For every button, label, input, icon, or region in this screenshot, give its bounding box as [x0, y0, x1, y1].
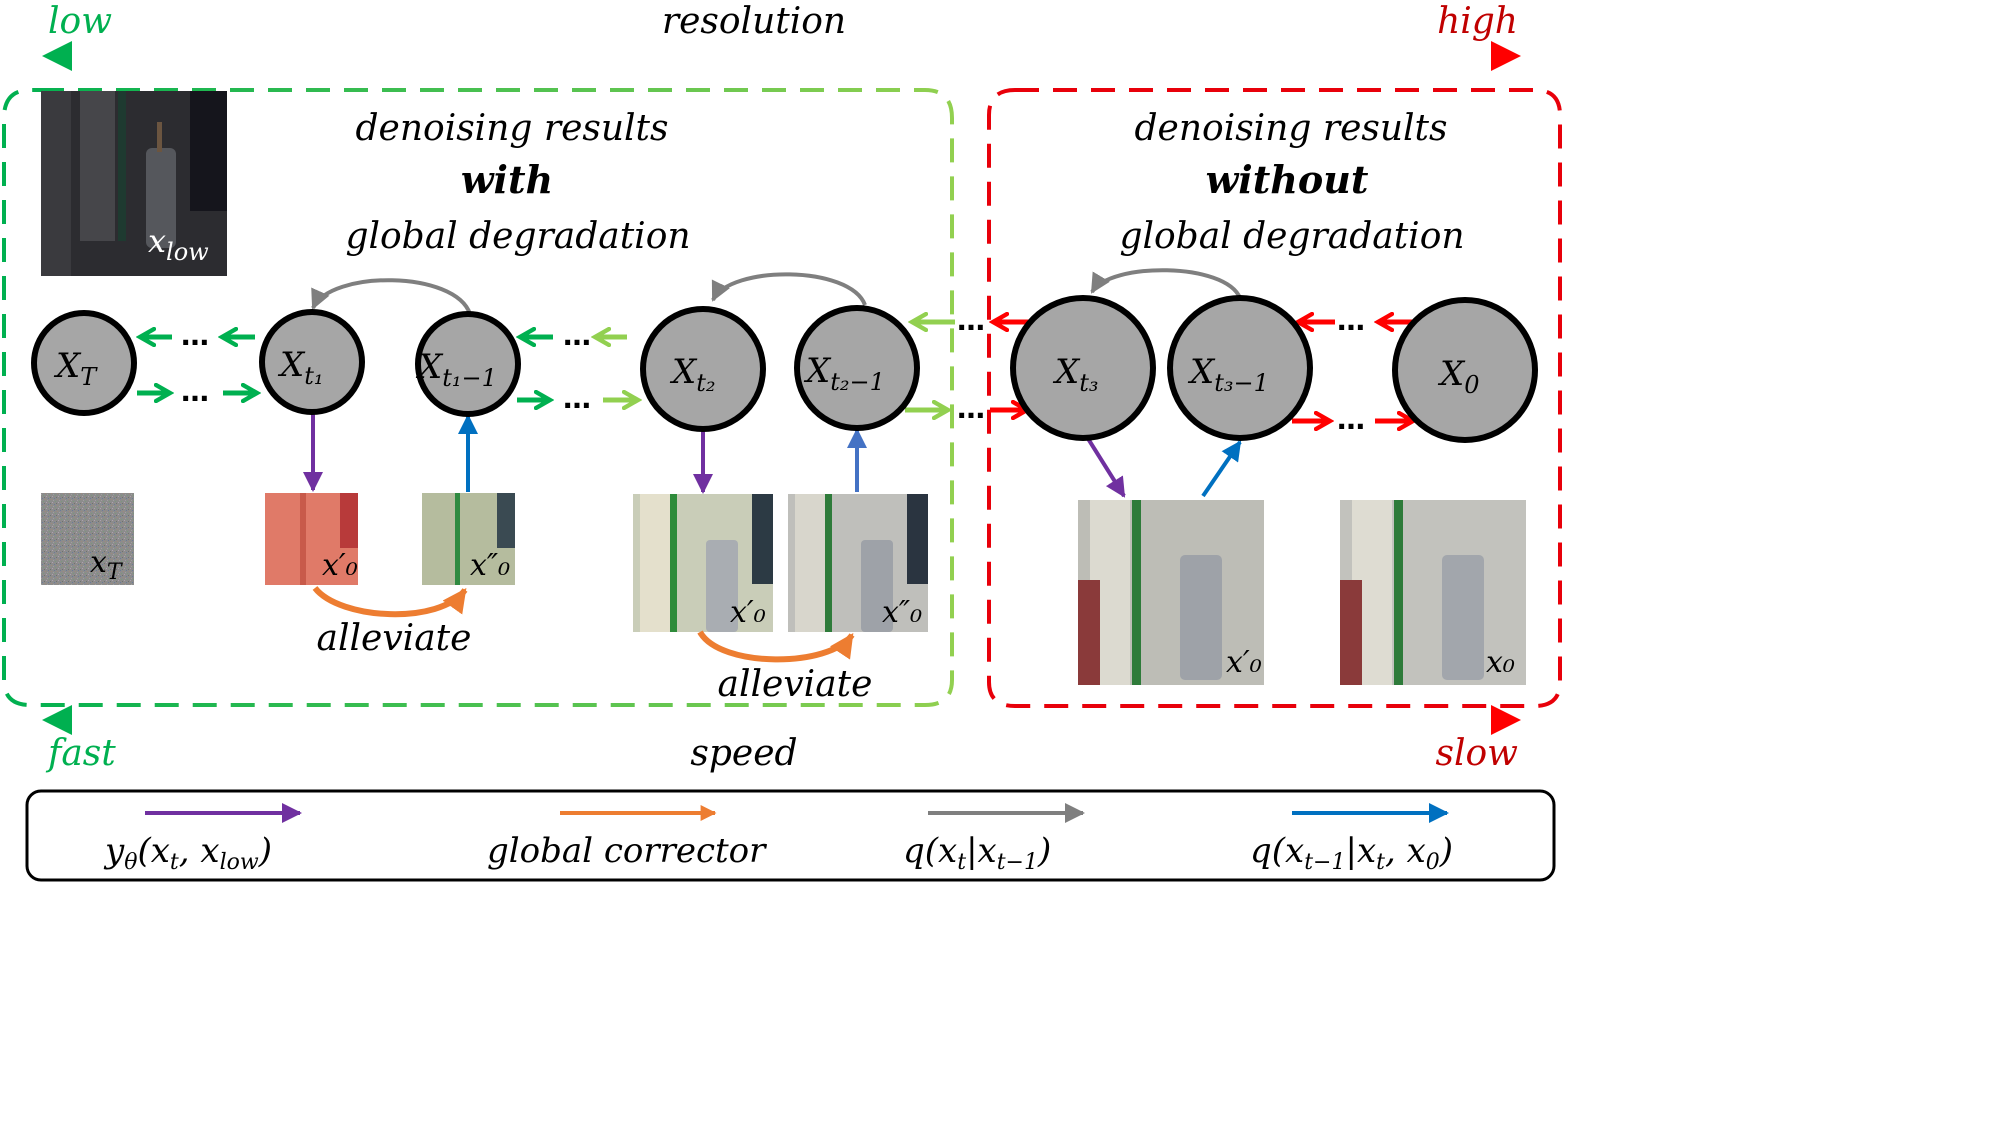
right-title-line3: global degradation [1119, 216, 1464, 257]
ellipsis: … [1337, 403, 1365, 436]
x-T-noise-image: xT [41, 493, 134, 585]
legend-item-gray: q(xt|xt−1) [903, 803, 1085, 875]
x0p-label-3: x′₀ [1226, 645, 1262, 680]
x0p-label-2: x′₀ [730, 595, 766, 630]
without-degradation-box [987, 88, 1562, 708]
node-Xt2-minus-1: Xt₂−1 [794, 305, 920, 431]
x0pp-label-1: x″₀ [470, 548, 510, 583]
ellipsis: … [1337, 304, 1365, 337]
svg-text:q(xt−1|xt, x0): q(xt−1|xt, x0) [1250, 831, 1453, 875]
legend-item-blue: q(xt−1|xt, x0) [1250, 803, 1453, 875]
x0p-label-1: x′₀ [322, 548, 358, 583]
axis-low-label: low [48, 1, 112, 42]
node-Xt2: Xt₂ [640, 306, 766, 432]
ellipsis: … [957, 392, 985, 425]
purple-arrow-3 [1085, 435, 1126, 498]
alleviate-arc-2 [697, 630, 855, 663]
node-Xt3: Xt₃ [1010, 295, 1156, 441]
legend-item-orange: global corrector [487, 805, 767, 871]
alleviate-label-2: alleviate [718, 664, 873, 705]
x0-label: x₀ [1486, 645, 1515, 680]
left-title-line3: global degradation [345, 216, 690, 257]
svg-text:Xt₂: Xt₂ [669, 352, 715, 397]
x-low-label: xlow [148, 222, 209, 266]
svg-text:Xt₂−1: Xt₂−1 [803, 351, 885, 396]
ellipsis: … [563, 319, 591, 352]
x0pp-label-2: x″₀ [882, 595, 922, 630]
alleviate-label-1: alleviate [317, 618, 472, 659]
image-x0pp-stage1: x″₀ [422, 493, 515, 585]
diffusion-diagram: low resolution high denoising results wi… [1, 1, 1562, 882]
svg-text:q(xt|xt−1): q(xt|xt−1) [903, 831, 1051, 875]
left-title-line2: with [461, 157, 553, 202]
forward-chain-arrows [137, 393, 1413, 421]
svg-text:Xt₁−1: Xt₁−1 [415, 347, 497, 392]
svg-text:X0: X0 [1437, 354, 1480, 399]
svg-text:yθ(xt, xlow): yθ(xt, xlow) [103, 831, 272, 875]
resolution-axis: low resolution high [42, 1, 1521, 71]
svg-text:Xt₃: Xt₃ [1052, 352, 1098, 397]
node-Xt1-minus-1: Xt₁−1 [415, 311, 521, 417]
legend: yθ(xt, xlow) global corrector q(xt|xt−1)… [25, 789, 1556, 882]
alleviate-arc-1 [312, 585, 468, 618]
gray-arc-1 [311, 278, 472, 315]
reverse-chain-arrows [140, 322, 1415, 337]
axis-resolution-label: resolution [662, 1, 846, 42]
svg-text:global corrector: global corrector [487, 831, 767, 871]
legend-box [25, 789, 1556, 882]
right-title-line1: denoising results [1134, 108, 1447, 149]
node-X0: X0 [1392, 297, 1538, 443]
image-x0pp-stage2: x″₀ [788, 494, 928, 632]
speed-axis: fast speed slow [42, 705, 1521, 774]
right-panel-title: denoising results without global degrada… [1119, 108, 1464, 257]
x-low-image: xlow [41, 91, 227, 276]
node-Xt1: Xt₁ [259, 309, 365, 415]
blue-arrow-3 [1201, 440, 1242, 498]
gray-arc-2 [711, 272, 867, 306]
image-x0p-stage2: x′₀ [633, 494, 773, 632]
gray-arc-3 [1090, 268, 1242, 299]
node-Xt3-minus-1: Xt₃−1 [1167, 295, 1313, 441]
x-T-label: xT [90, 545, 124, 585]
left-panel-title: denoising results with global degradatio… [345, 108, 690, 257]
image-x0-stage3: x₀ [1340, 500, 1526, 685]
axis-speed-label: speed [690, 733, 797, 774]
ellipsis: … [181, 375, 209, 408]
svg-text:XT: XT [53, 346, 98, 391]
image-x0p-stage1: x′₀ [265, 493, 358, 585]
ellipsis: … [181, 319, 209, 352]
node-XT: XT [31, 310, 137, 416]
legend-item-purple: yθ(xt, xlow) [103, 803, 302, 875]
ellipsis: … [563, 382, 591, 415]
svg-text:Xt₃−1: Xt₃−1 [1187, 352, 1269, 397]
axis-slow-label: slow [1436, 733, 1519, 774]
ellipsis: … [957, 304, 985, 337]
ellipsis-marks: … … … … … … … … [181, 304, 1365, 436]
axis-fast-label: fast [45, 733, 116, 774]
axis-high-label: high [1437, 1, 1518, 42]
image-x0p-stage3: x′₀ [1078, 500, 1264, 685]
svg-text:Xt₁: Xt₁ [277, 345, 323, 390]
left-title-line1: denoising results [355, 108, 668, 149]
right-title-line2: without [1206, 157, 1369, 202]
